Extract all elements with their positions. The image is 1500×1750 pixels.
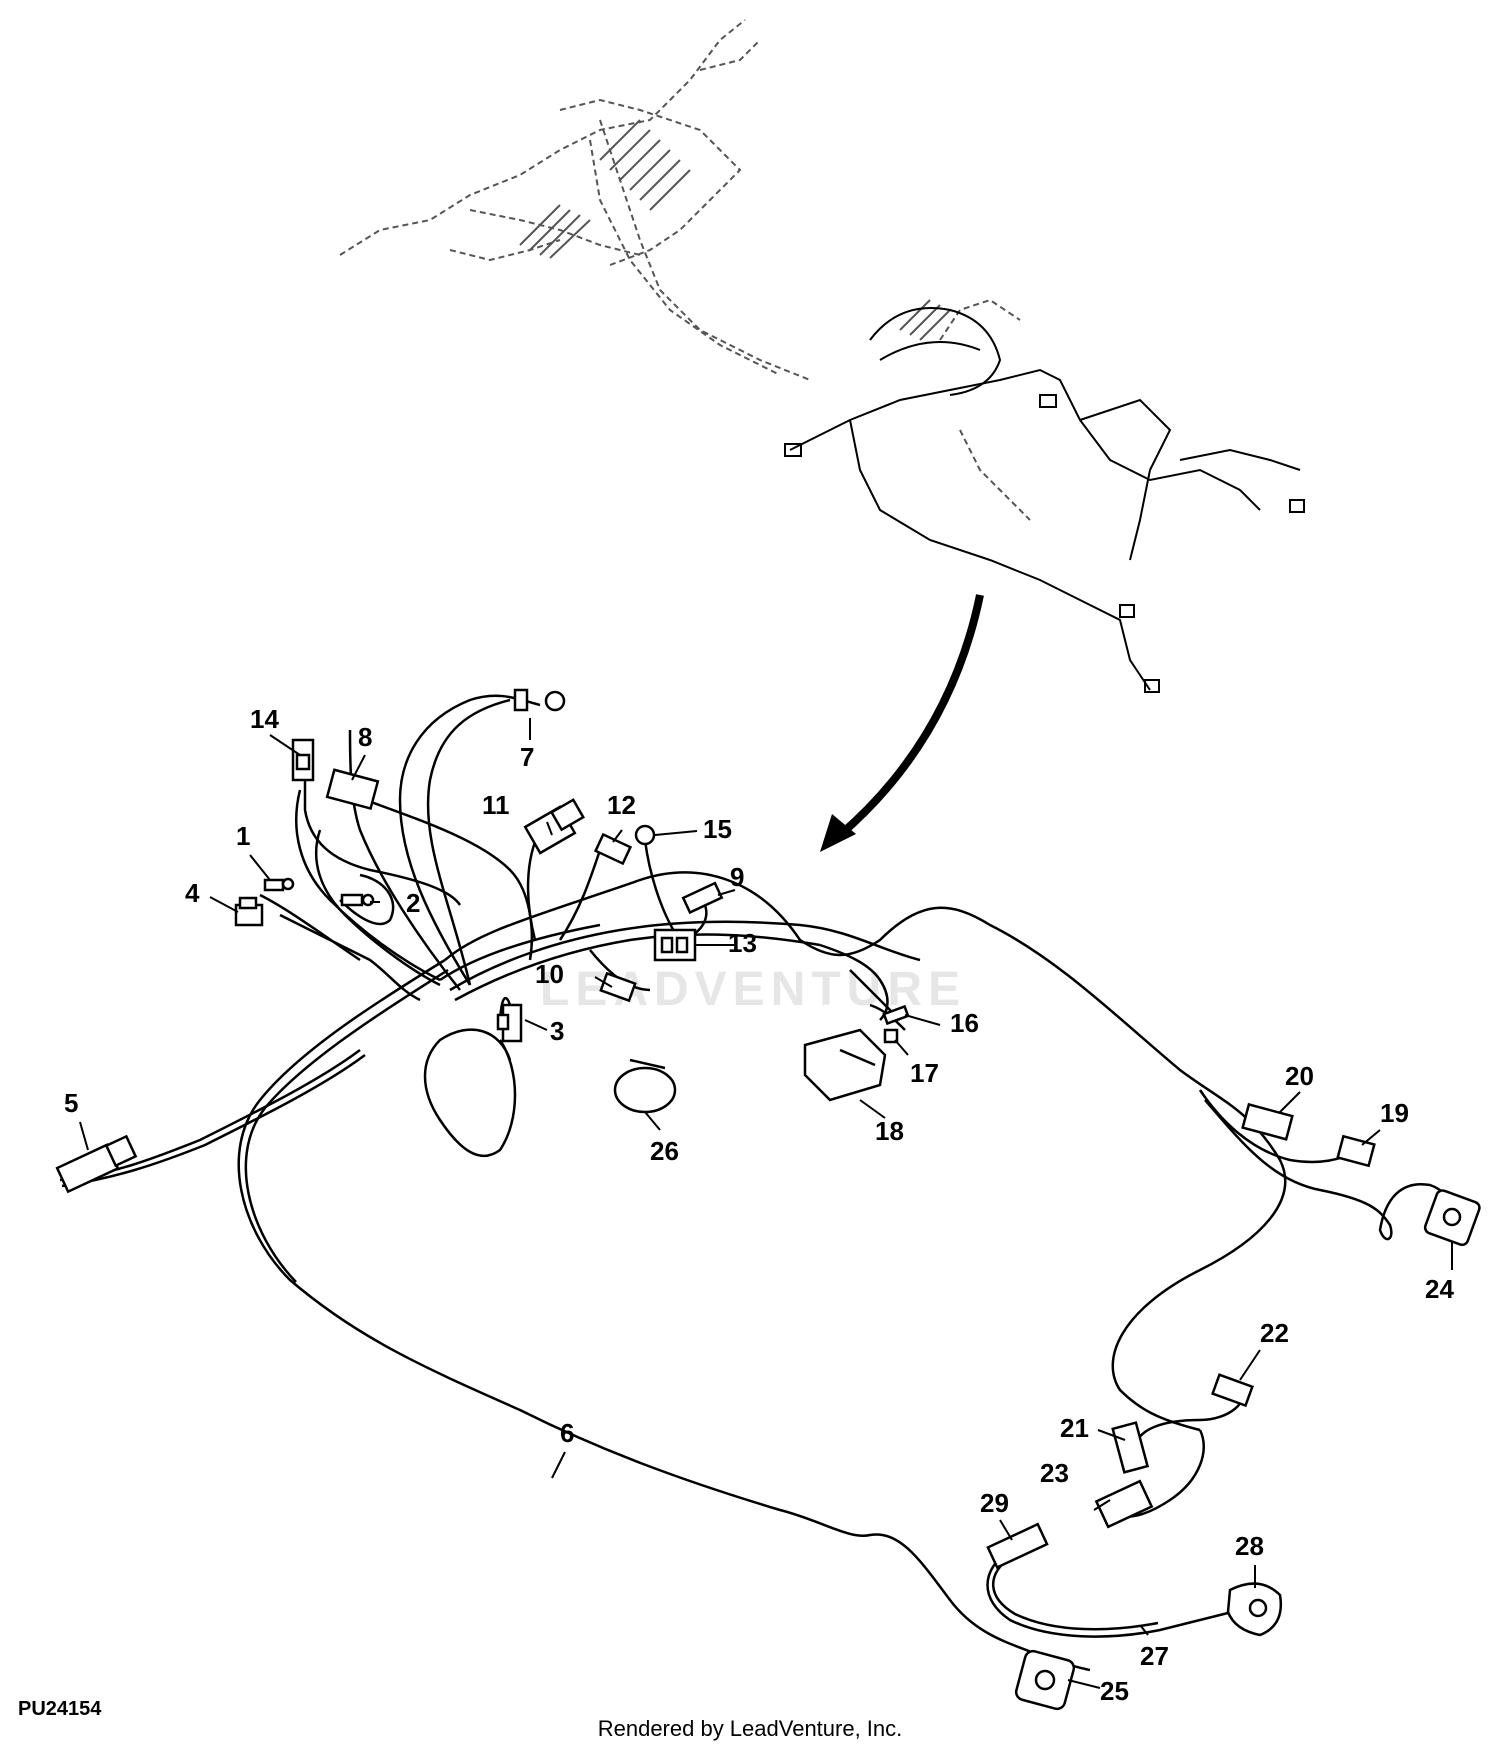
detail-arrow: [820, 594, 984, 852]
leader-lines: [79, 718, 1453, 1689]
callout-7: 7: [520, 742, 534, 772]
callout-13: 13: [728, 928, 757, 958]
connector-20: [1241, 1102, 1294, 1141]
callout-11: 11: [482, 790, 510, 820]
connector-22: [1211, 1373, 1254, 1408]
connector-15: [634, 824, 656, 846]
callout-22: 22: [1260, 1318, 1289, 1348]
callout-28: 28: [1235, 1531, 1264, 1561]
connector-10: [599, 971, 637, 1003]
callout-9: 9: [730, 862, 744, 892]
connector-7: [513, 688, 529, 712]
callout-27: 27: [1140, 1641, 1169, 1671]
connector-19: [1336, 1134, 1376, 1168]
callout-25: 25: [1100, 1676, 1129, 1706]
machine-hatch: [519, 119, 951, 341]
callout-17: 17: [910, 1058, 939, 1088]
callout-19: 19: [1380, 1098, 1409, 1128]
connector-29: [986, 1522, 1049, 1570]
module-18: [803, 1028, 887, 1102]
callout-18: 18: [875, 1116, 904, 1146]
render-credit: Rendered by LeadVenture, Inc.: [597, 1716, 903, 1741]
connector-12: [593, 832, 633, 866]
callout-29: 29: [980, 1488, 1009, 1518]
callout-labels: 1 2 3 4 5 6 7 8 9 10 11 12 13 14 15 16 1…: [64, 704, 1454, 1706]
machine-overview-sketch: [339, 19, 1031, 521]
connector-17: [883, 1028, 899, 1044]
callout-4: 4: [185, 878, 200, 908]
callout-24: 24: [1425, 1274, 1454, 1304]
connectors: [55, 688, 1481, 1711]
callout-14: 14: [250, 704, 279, 734]
connector-21: [1111, 1421, 1150, 1474]
overview-harness: [784, 307, 1305, 693]
callout-26: 26: [650, 1136, 679, 1166]
callout-5: 5: [64, 1088, 78, 1118]
connector-16: [882, 1004, 910, 1026]
connector-1: [263, 878, 285, 892]
main-harness: [59, 694, 1457, 1672]
callout-1: 1: [236, 821, 250, 851]
callout-15: 15: [703, 814, 732, 844]
callout-20: 20: [1285, 1061, 1314, 1091]
diagram-code: PU24154: [18, 1698, 102, 1720]
callout-8: 8: [358, 722, 372, 752]
callout-23: 23: [1040, 1458, 1069, 1488]
connector-23: [1094, 1479, 1154, 1529]
callout-10: 10: [535, 959, 564, 989]
connector-9: [681, 881, 724, 915]
callout-16: 16: [950, 1008, 979, 1038]
callout-12: 12: [607, 790, 636, 820]
callout-3: 3: [550, 1016, 564, 1046]
tie-strap-26: [613, 1066, 677, 1114]
callout-21: 21: [1060, 1413, 1089, 1443]
connector-2: [340, 893, 364, 907]
callout-6: 6: [560, 1418, 574, 1448]
connector-8: [325, 768, 380, 811]
callout-2: 2: [406, 888, 420, 918]
